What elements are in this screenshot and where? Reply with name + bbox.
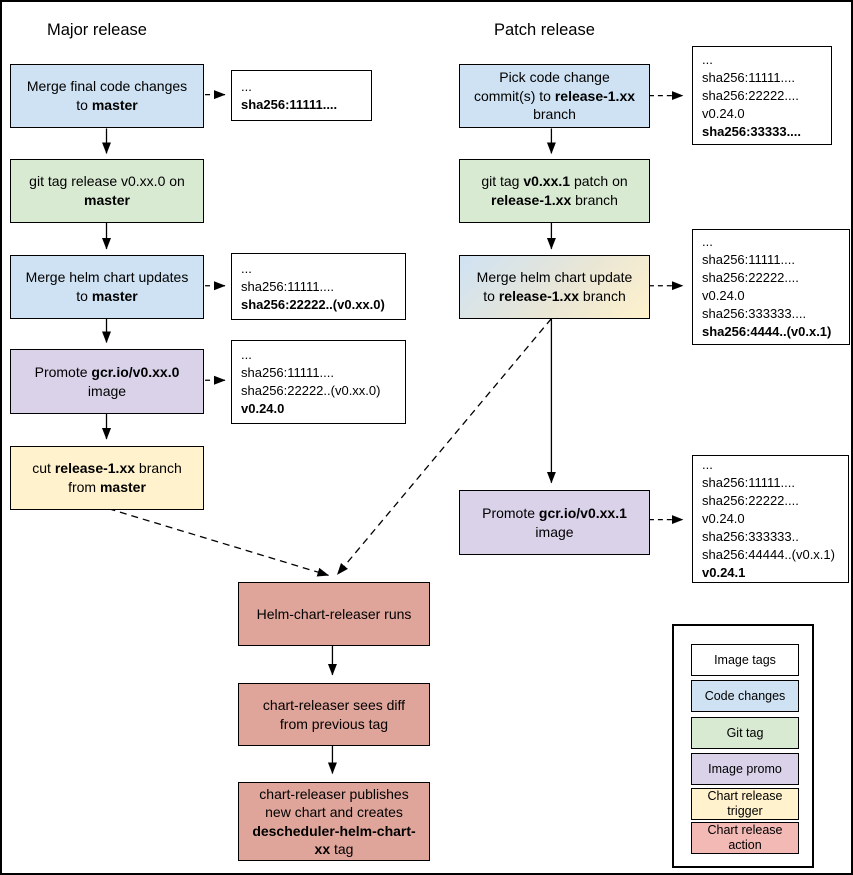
step-git-tag-patch: git tag v0.xx.1 patch on release-1.xx br…	[459, 159, 650, 223]
legend-item-chart-release-action: Chart release action	[691, 822, 799, 854]
step-label: Merge helm chart updates to master	[25, 269, 189, 304]
step-chart-releaser-publishes: chart-releaser publishes new chart and c…	[238, 782, 430, 861]
step-label: chart-releaser publishes new chart and c…	[252, 786, 416, 857]
step-pick-code-change: Pick code change commit(s) to release-1.…	[459, 64, 650, 128]
step-promote-major-image: Promote gcr.io/v0.xx.0 image	[10, 349, 204, 414]
step-chart-releaser-sees-diff: chart-releaser sees diff from previous t…	[238, 683, 430, 746]
step-label: git tag v0.xx.1 patch on release-1.xx br…	[481, 173, 628, 208]
step-label: Promote gcr.io/v0.xx.1 image	[482, 504, 627, 540]
dashed-arrow-cut-branch-to-releaser	[108, 508, 330, 577]
legend-item-image-tags: Image tags	[691, 644, 799, 676]
step-merge-final-code: Merge final code changes to master	[10, 64, 204, 128]
image-tags-box: ...sha256:11111....sha256:22222..(v0.xx.…	[231, 253, 406, 320]
step-promote-patch-image: Promote gcr.io/v0.xx.1 image	[459, 490, 650, 555]
step-merge-helm-updates: Merge helm chart updates to master	[10, 255, 204, 319]
image-tags-box: ...sha256:11111....sha256:22222..(v0.xx.…	[231, 340, 406, 424]
step-label: Promote gcr.io/v0.xx.0 image	[34, 363, 180, 399]
step-helm-chart-releaser-runs: Helm-chart-releaser runs	[238, 582, 430, 646]
image-tags-box: ...sha256:11111....sha256:22222....v0.24…	[692, 229, 850, 345]
step-merge-helm-update-release-branch: Merge helm chart update to release-1.xx …	[459, 255, 650, 319]
step-label: chart-releaser sees diff from previous t…	[262, 696, 406, 732]
step-label: Pick code change commit(s) to release-1.…	[473, 68, 636, 123]
legend: Image tags Code changes Git tag Image pr…	[672, 624, 814, 868]
step-label: cut release-1.xx branch from master	[32, 460, 182, 495]
legend-item-image-promo: Image promo	[691, 753, 799, 785]
image-tags-box: ...sha256:11111....sha256:22222....v0.24…	[692, 455, 849, 583]
dashed-arrow-helm-update-to-releaser	[336, 318, 552, 575]
legend-item-git-tag: Git tag	[691, 717, 799, 749]
step-label: Helm-chart-releaser runs	[256, 605, 412, 622]
legend-item-code-changes: Code changes	[691, 680, 799, 712]
legend-item-chart-release-trigger: Chart release trigger	[691, 788, 799, 820]
step-label: Merge final code changes to master	[26, 78, 188, 113]
step-cut-release-branch: cut release-1.xx branch from master	[10, 446, 204, 510]
step-git-tag-release: git tag release v0.xx.0 on master	[10, 159, 204, 223]
image-tags-box: ...sha256:11111....	[231, 70, 372, 121]
image-tags-box: ...sha256:11111....sha256:22222....v0.24…	[692, 46, 832, 145]
major-release-title: Major release	[47, 21, 147, 39]
step-label: git tag release v0.xx.0 on master	[29, 173, 185, 208]
patch-release-title: Patch release	[494, 21, 595, 39]
step-label: Merge helm chart update to release-1.xx …	[476, 269, 633, 304]
